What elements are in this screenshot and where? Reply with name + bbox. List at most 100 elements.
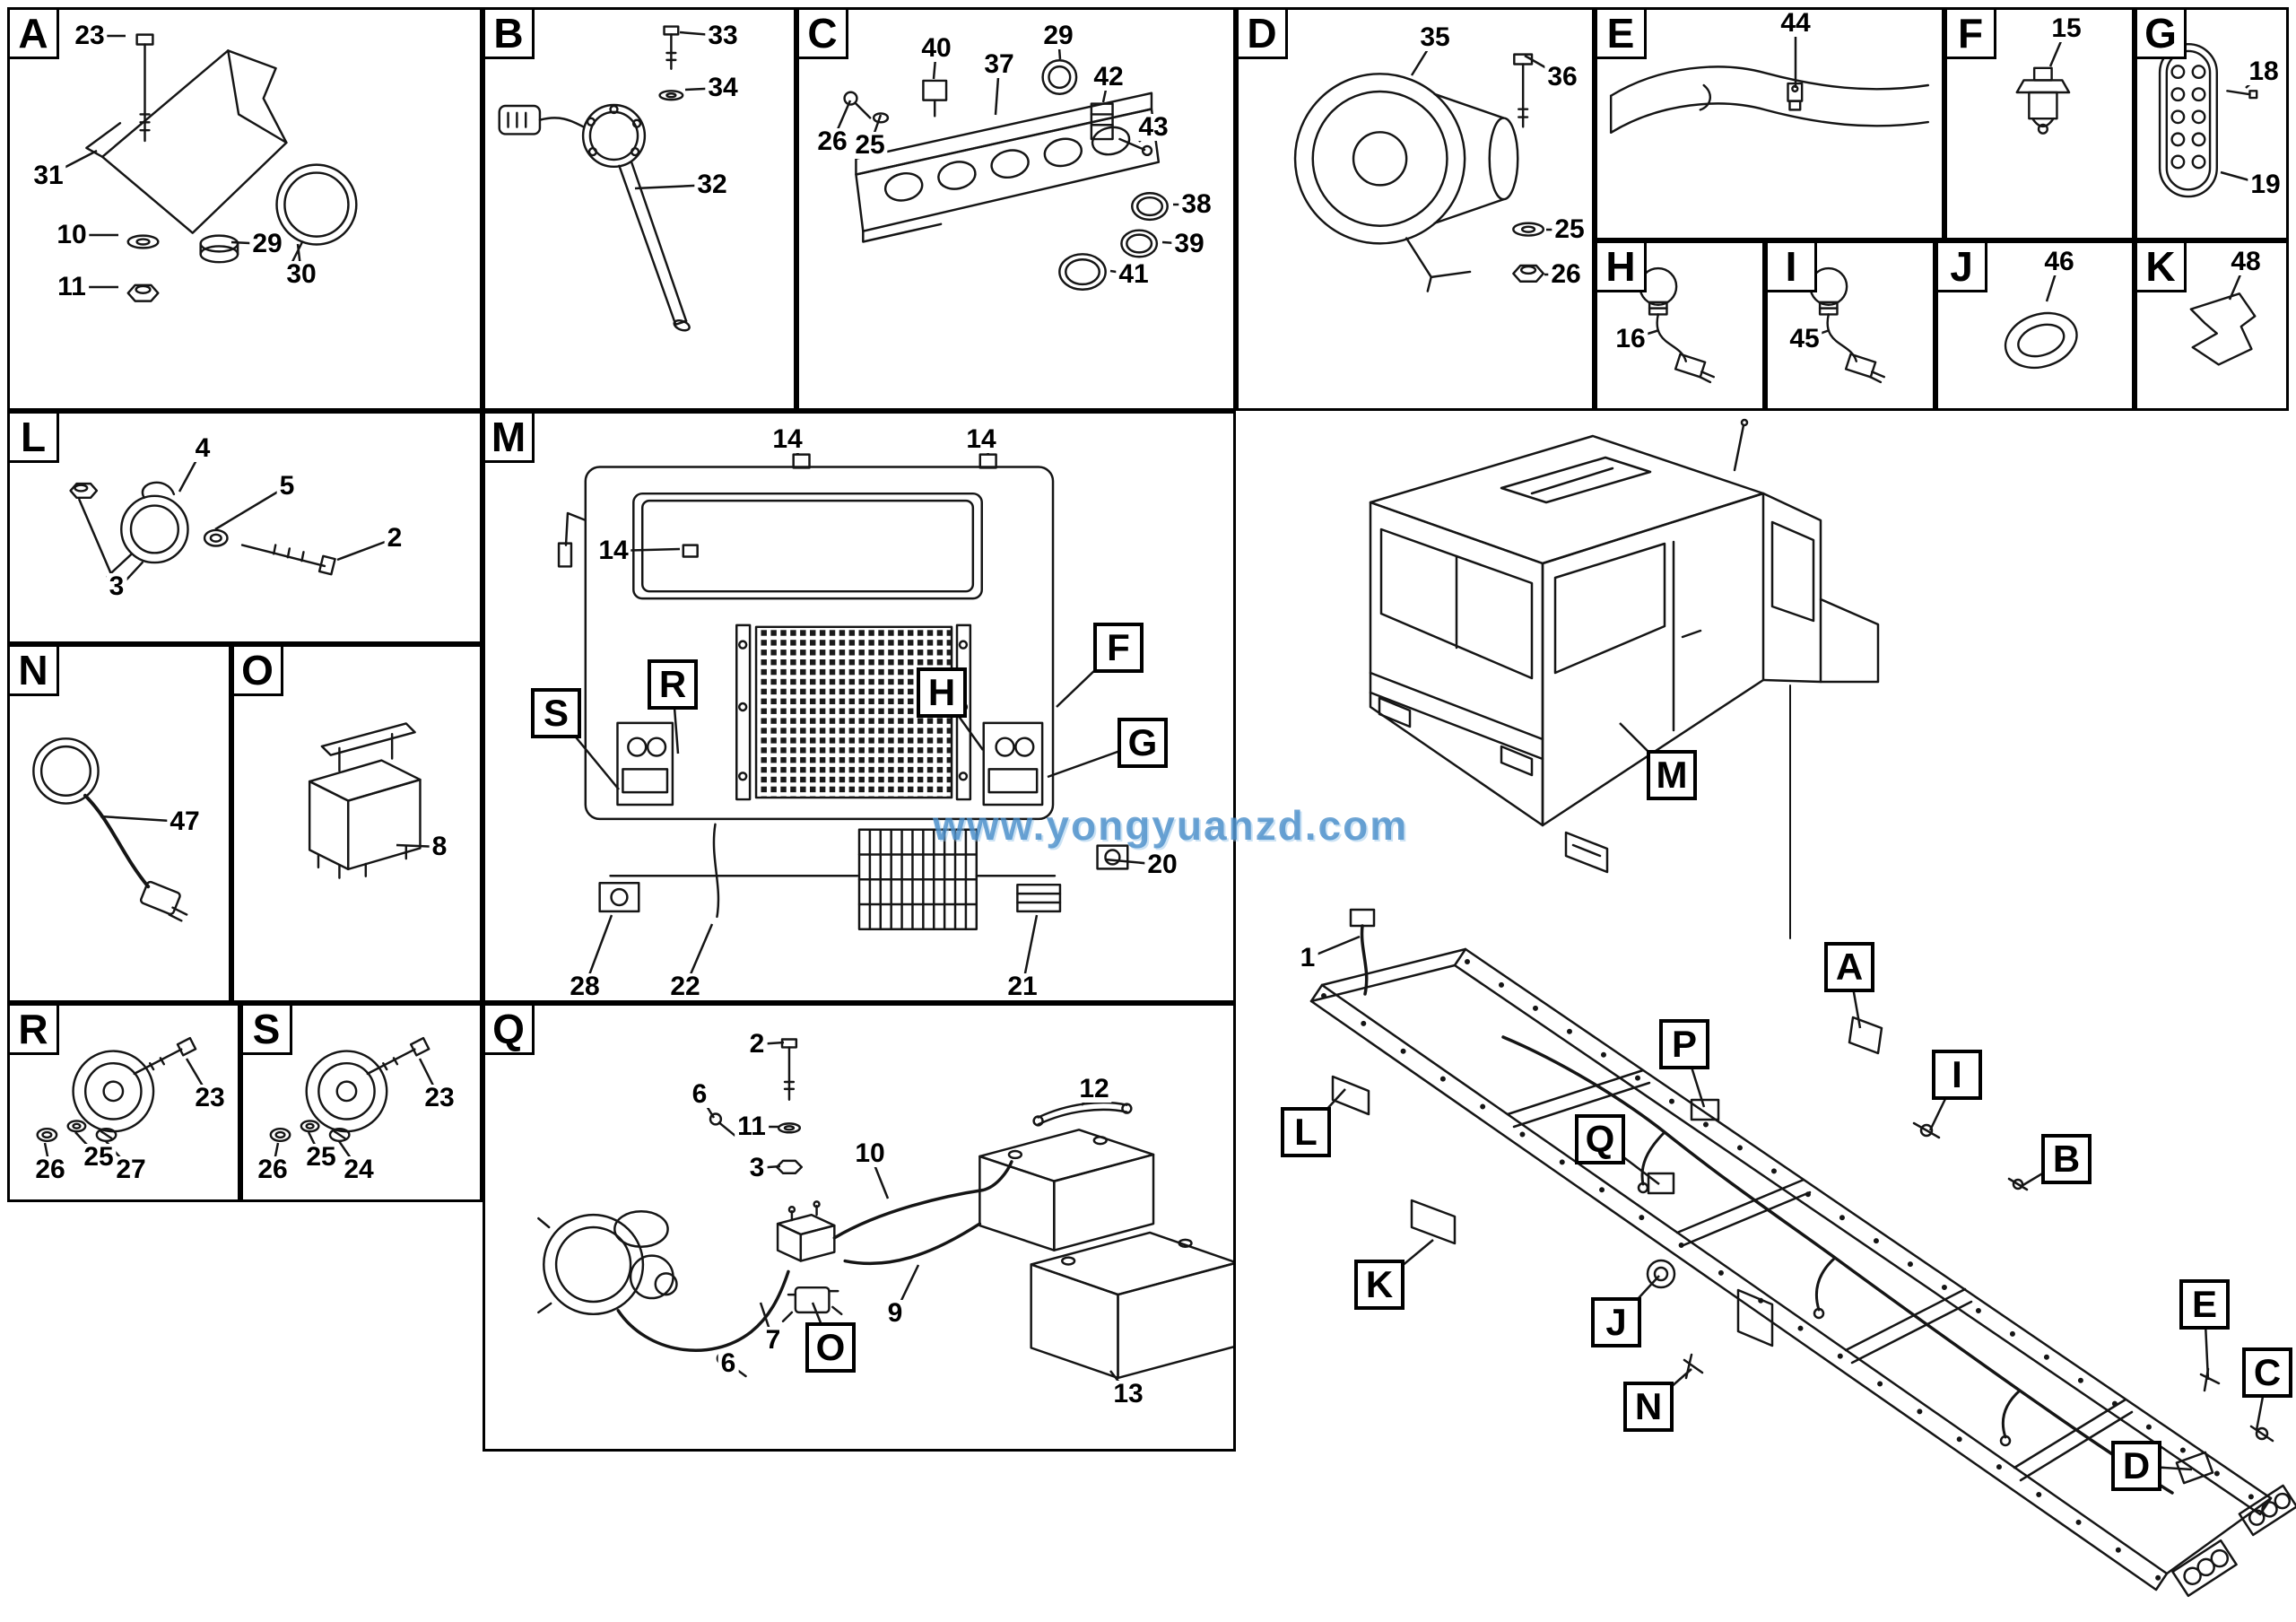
callout-D-35: 35 [1417,24,1453,51]
bulb-pigtail-drawing [1809,266,1885,384]
panel-letter: O [241,647,274,693]
callout-E-44: 44 [1778,10,1813,37]
callout-R-27: 27 [113,1156,149,1183]
panel-l: L [7,411,483,644]
panel-j: J [1935,240,2135,411]
panel-letter: I [1785,243,1797,290]
panel-letter: B [493,10,524,57]
clip-drawing [2189,292,2257,366]
fuel-sender-drawing [498,25,691,332]
view-callout-S: S [531,688,581,738]
panel-b: B [483,7,796,411]
view-callout-R: R [648,659,698,710]
callout-C-40: 40 [918,35,954,62]
panel-label-a: A [7,7,59,59]
view-callout-G: G [1118,718,1168,768]
panel-label-n: N [7,644,59,696]
view-callout-A: A [1824,942,1874,992]
callout-Q-7: 7 [762,1327,784,1354]
frame-clip-drawing [1609,65,1930,134]
panel-letter: Q [492,1006,525,1052]
callout-Q-12: 12 [1076,1076,1112,1103]
callout-S-23: 23 [422,1085,457,1112]
panel-label-e: E [1595,7,1647,59]
view-callout-O: O [805,1322,856,1373]
callout-R-25: 25 [81,1144,117,1171]
callout-L-4: 4 [192,435,213,462]
callout-J-46: 46 [2041,249,2077,275]
callout-L-5: 5 [276,473,298,500]
connector-plate-drawing [2158,43,2258,198]
callout-M-28: 28 [567,973,603,1000]
panel-n: N [7,644,231,1003]
panel-o: O [231,644,483,1003]
panel-d: D [1236,7,1595,411]
bulb-pigtail-drawing [1639,266,1715,384]
view-callout-J: J [1591,1297,1641,1347]
panel-letter: N [18,647,48,693]
panel-letter: K [2145,243,2176,290]
panel-label-c: C [796,7,848,59]
callout-M-20: 20 [1144,851,1180,878]
callout-L-2: 2 [384,525,405,552]
callout-M-14: 14 [596,537,631,564]
callout-A-29: 29 [249,231,285,257]
callout-G-18: 18 [2246,58,2282,85]
panel-label-d: D [1236,7,1288,59]
callout-A-30: 30 [283,261,319,288]
callout-chassis-1: 1 [1297,945,1318,972]
view-callout-D: D [2111,1441,2161,1491]
callout-D-36: 36 [1544,64,1580,91]
panel-k: K [2135,240,2289,411]
callout-C-29: 29 [1040,22,1076,49]
view-callout-N: N [1623,1382,1674,1432]
panel-label-g: G [2135,7,2187,59]
view-callout-F: F [1093,623,1144,673]
panel-label-k: K [2135,240,2187,292]
callout-Q-13: 13 [1110,1381,1146,1408]
panel-label-i: I [1765,240,1817,292]
panel-letter: A [18,10,48,57]
panel-label-b: B [483,7,535,59]
callout-I-45: 45 [1787,326,1822,353]
view-callout-E: E [2179,1279,2230,1330]
callout-C-43: 43 [1135,114,1171,141]
callout-R-23: 23 [192,1085,228,1112]
callout-A-11: 11 [55,274,89,301]
callout-M-22: 22 [667,973,703,1000]
callout-C-39: 39 [1171,231,1207,257]
callout-S-24: 24 [341,1156,377,1183]
panel-label-m: M [483,411,535,463]
callout-Q-11: 11 [735,1113,769,1140]
panel-f: F [1944,7,2135,240]
view-callout-P: P [1659,1019,1709,1069]
panel-h: H [1595,240,1765,411]
callout-F-15: 15 [2048,15,2084,42]
callout-Q-6: 6 [689,1081,710,1108]
panel-label-s: S [240,1003,292,1055]
view-callout-H: H [917,667,967,718]
grommet-drawing [2004,311,2078,370]
callout-M-14: 14 [770,426,805,453]
callout-A-31: 31 [30,162,66,189]
view-callout-L: L [1281,1107,1331,1157]
panel-letter: R [18,1006,48,1052]
callout-A-10: 10 [54,222,90,249]
view-callout-C: C [2242,1347,2292,1398]
callout-Q-6: 6 [718,1350,739,1377]
panel-letter: L [20,414,47,460]
clamp-drawing [69,481,336,587]
callout-C-25: 25 [852,132,888,159]
callout-S-25: 25 [303,1144,339,1171]
view-callout-Q: Q [1575,1114,1625,1164]
panel-letter: D [1247,10,1277,57]
view-callout-I: I [1932,1050,1982,1100]
panel-label-l: L [7,411,59,463]
callout-M-21: 21 [1004,973,1040,1000]
lamp-bracket-drawing [843,59,1169,292]
callout-C-38: 38 [1178,191,1214,218]
callout-L-3: 3 [106,573,127,600]
cab-rear-drawing [557,453,1129,930]
panel-letter: C [807,10,838,57]
